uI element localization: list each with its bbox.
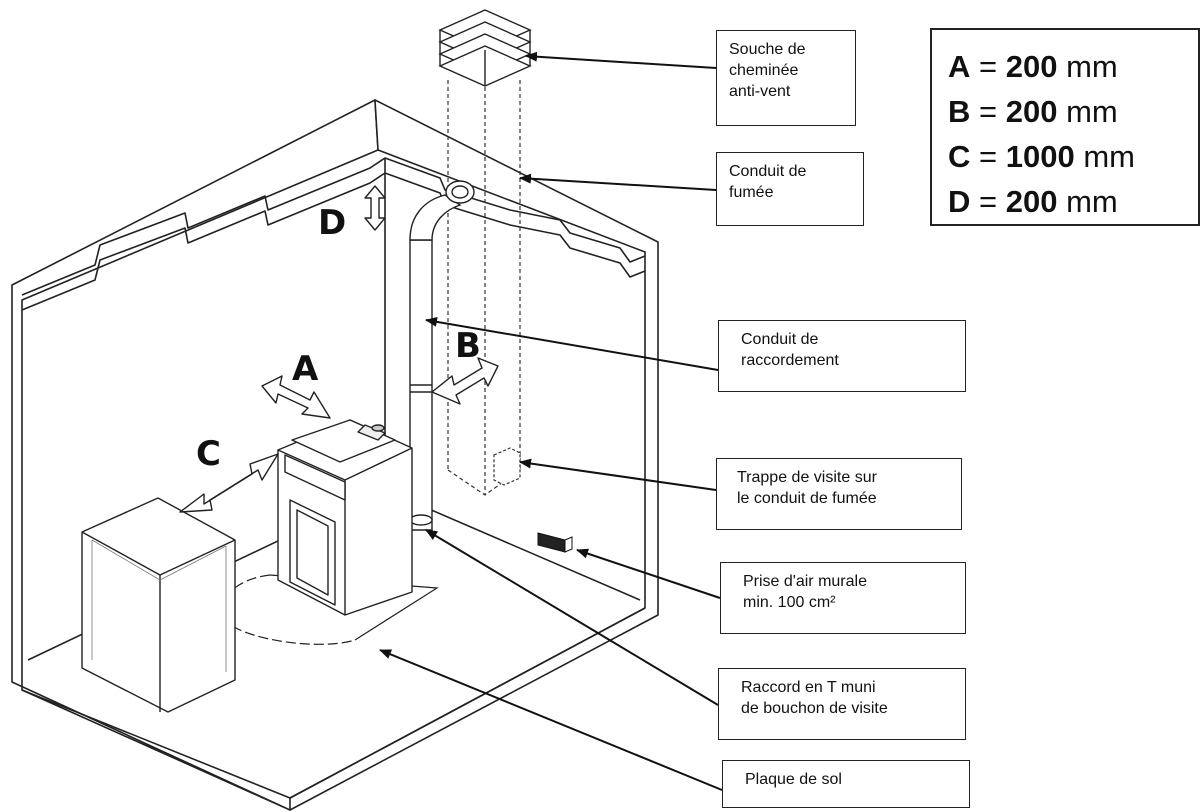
legend-letter: B (948, 94, 971, 129)
callout-floor-plate: Plaque de sol (722, 760, 970, 808)
legend-row-d: D = 200 mm (948, 179, 1182, 224)
label-d: D (318, 203, 346, 243)
legend-value: 200 (1005, 94, 1058, 129)
legend-row-a: A = 200 mm (948, 44, 1182, 89)
ceiling-soffit-left (21, 157, 646, 296)
callout-air-intake: Prise d'air murale min. 100 cm² (720, 562, 966, 634)
callout-t-connector: Raccord en T muni de bouchon de visite (718, 668, 966, 740)
leader-air-intake (576, 548, 721, 599)
callout-floor-plate-line1: Plaque de sol (745, 771, 842, 788)
leader-chimney-cap (525, 51, 717, 69)
legend-equals: = (979, 49, 998, 84)
callout-inspection-hatch-line2: le conduit de fumée (737, 490, 877, 507)
legend-letter: A (948, 49, 971, 84)
legend-equals: = (979, 184, 998, 219)
ceiling-soffit-left-under (21, 172, 646, 311)
legend-row-b: B = 200 mm (948, 89, 1182, 134)
callout-chimney-cap-line1: Souche de (729, 41, 806, 58)
arrow-c (179, 453, 279, 513)
callout-connector-pipe: Conduit de raccordement (718, 320, 966, 392)
legend-unit: mm (1066, 49, 1118, 84)
callout-chimney-cap-line2: cheminée (729, 62, 799, 79)
callout-air-intake-line2: min. 100 cm² (743, 594, 836, 611)
clearance-arrows (179, 185, 499, 513)
legend-letter: C (948, 139, 971, 174)
legend-unit: mm (1066, 94, 1118, 129)
legend-value: 1000 (1005, 139, 1075, 174)
callout-air-intake-line1: Prise d'air murale (743, 573, 867, 590)
callout-t-connector-line1: Raccord en T muni (741, 679, 876, 696)
legend-equals: = (979, 94, 998, 129)
callout-flue: Conduit de fumée (716, 152, 864, 226)
legend-row-c: C = 1000 mm (948, 134, 1182, 179)
callout-inspection-hatch-line1: Trappe de visite sur (737, 469, 877, 486)
leader-floor-plate (379, 649, 723, 791)
callout-connector-pipe-line2: raccordement (741, 352, 839, 369)
callout-chimney-cap: Souche de cheminée anti-vent (716, 30, 856, 126)
arrow-b (431, 357, 499, 405)
callout-connector-pipe-line1: Conduit de (741, 331, 819, 348)
floor-edge (21, 607, 646, 799)
connector-pipe (409, 180, 475, 531)
callout-flue-line2: fumée (729, 184, 774, 201)
legend-value: 200 (1005, 184, 1058, 219)
arrow-d (364, 185, 386, 231)
callout-chimney-cap-line3: anti-vent (729, 83, 791, 100)
legend-equals: = (979, 139, 998, 174)
dimension-legend: A = 200 mm B = 200 mm C = 1000 mm D = 20… (930, 28, 1200, 226)
leader-lines (379, 51, 723, 791)
callout-t-connector-line2: de bouchon de visite (741, 700, 888, 717)
inspection-hatch (493, 447, 521, 486)
label-c: C (196, 434, 221, 474)
callout-flue-line1: Conduit de (729, 163, 807, 180)
legend-letter: D (948, 184, 971, 219)
callout-inspection-hatch: Trappe de visite sur le conduit de fumée (716, 458, 962, 530)
legend-value: 200 (1005, 49, 1058, 84)
legend-unit: mm (1083, 139, 1135, 174)
leader-flue (519, 173, 717, 191)
chimney-cap (438, 9, 532, 87)
air-intake-vent (537, 532, 573, 553)
leader-inspection-hatch (519, 458, 717, 491)
legend-unit: mm (1066, 184, 1118, 219)
leader-connector-pipe (425, 316, 719, 371)
label-b: B (455, 326, 481, 366)
leader-t-connector (425, 529, 719, 706)
pellet-stove (277, 419, 413, 616)
side-cabinet (81, 497, 236, 713)
arrow-a (261, 375, 331, 419)
label-a: A (292, 349, 319, 389)
